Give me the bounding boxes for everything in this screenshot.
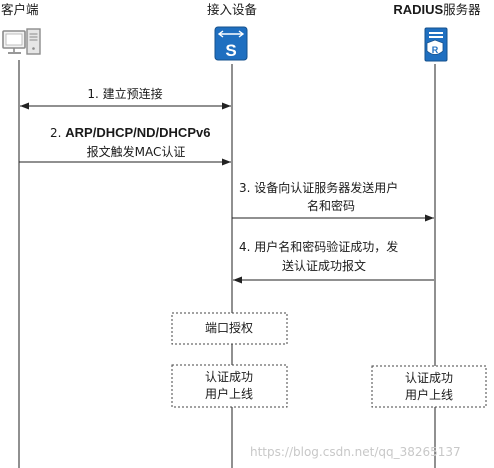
message-2-prefix: 2. xyxy=(50,126,65,140)
svg-text:R: R xyxy=(432,45,439,55)
radius-label-prefix: RADIUS xyxy=(393,2,443,17)
server-icon: R xyxy=(424,27,448,62)
message-2-line2: 报文触发MAC认证 xyxy=(87,144,186,159)
server-success-line1: 认证成功 xyxy=(405,371,453,385)
message-4-line2: 送认证成功报文 xyxy=(282,258,366,273)
device-success-line1: 认证成功 xyxy=(205,370,253,384)
message-3-line2: 名和密码 xyxy=(307,198,355,213)
message-2-bold: ARP/DHCP/ND/DHCPv6 xyxy=(65,125,210,140)
computer-icon xyxy=(2,28,41,55)
server-success-line2: 用户上线 xyxy=(405,387,453,402)
watermark-text: https://blog.csdn.net/qq_38265137 xyxy=(250,445,461,459)
port-auth-box xyxy=(171,312,288,345)
client-label: 客户端 xyxy=(1,2,39,17)
message-4-line1: 4. 用户名和密码验证成功，发 xyxy=(239,239,398,254)
port-auth-label: 端口授权 xyxy=(205,320,253,335)
access-device-label: 接入设备 xyxy=(207,2,258,17)
radius-label-suffix: 服务器 xyxy=(443,2,481,17)
message-1-label: 1. 建立预连接 xyxy=(87,86,162,101)
device-success-line2: 用户上线 xyxy=(205,386,253,401)
radius-server-label: RADIUS服务器 xyxy=(393,2,481,17)
server-auth-success-box xyxy=(371,365,487,408)
message-3-line1: 3. 设备向认证服务器发送用户 xyxy=(239,180,398,195)
device-auth-success-box xyxy=(171,364,288,408)
switch-icon: S xyxy=(214,26,248,61)
svg-text:S: S xyxy=(225,41,236,60)
message-2-line1: 2. ARP/DHCP/ND/DHCPv6 xyxy=(50,125,210,140)
